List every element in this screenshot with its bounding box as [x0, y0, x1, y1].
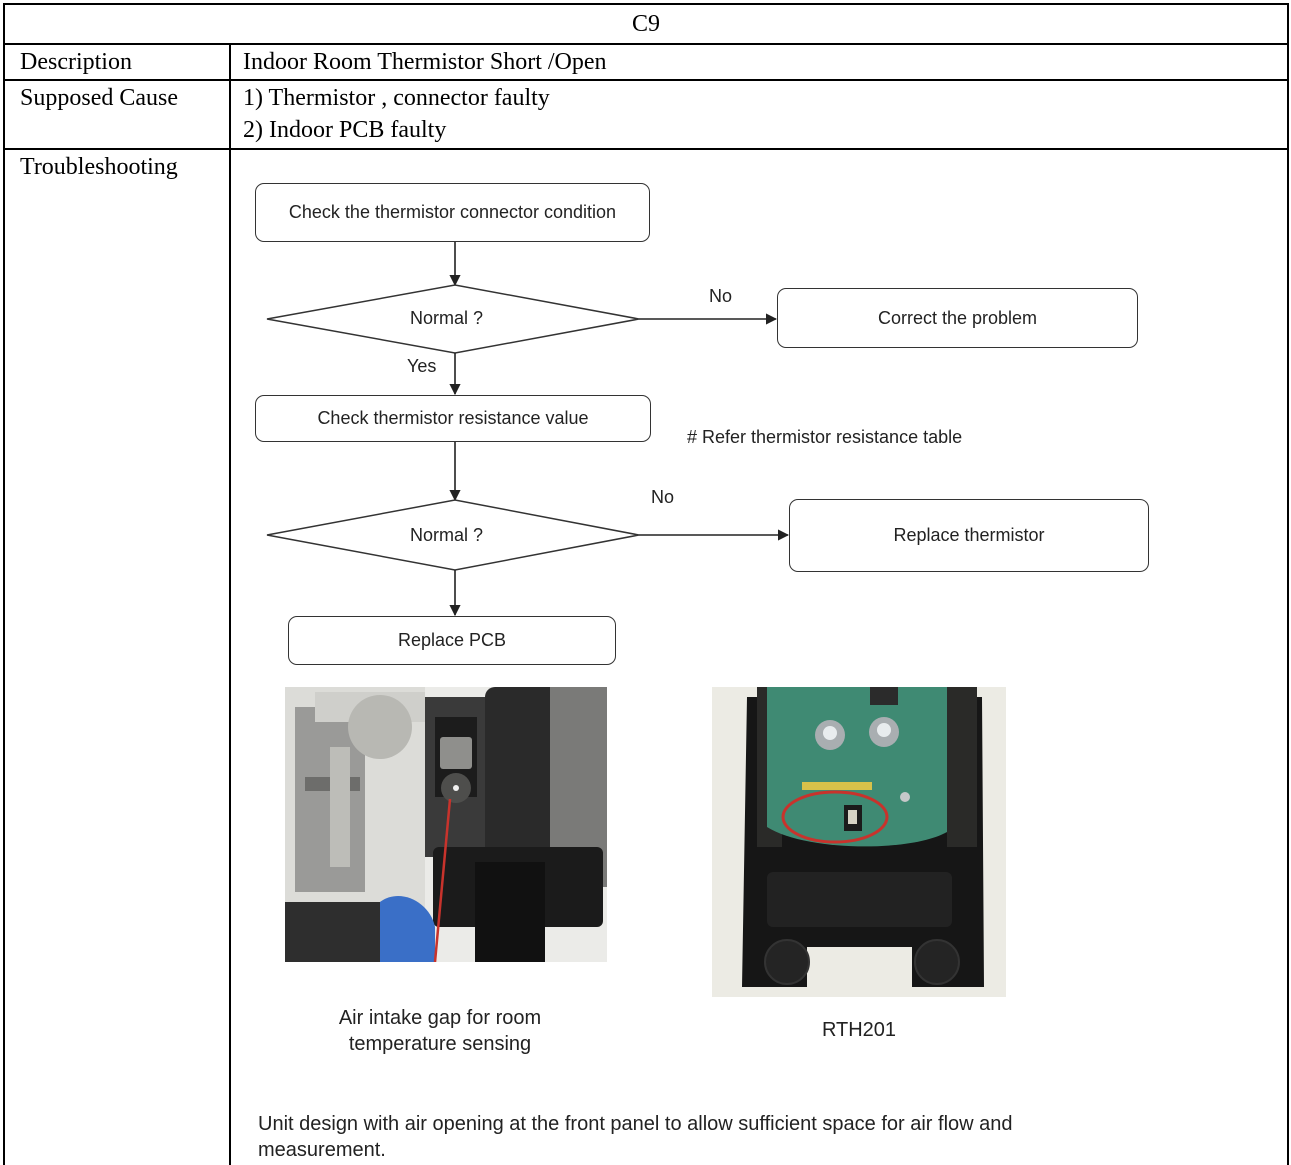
error-code-title: C9	[631, 11, 660, 37]
table-border-top	[3, 3, 1289, 5]
air-intake-caption-line2: temperature sensing	[348, 1033, 532, 1055]
table-rule-header	[3, 43, 1289, 45]
decision1-no-label: No	[709, 286, 733, 306]
footer-note-line1: Unit design with air opening at the fron…	[258, 1113, 1013, 1135]
flow-action-replace-thermistor: Replace thermistor	[789, 499, 1149, 572]
flow-step-check-connector: Check the thermistor connector condition	[255, 183, 650, 242]
flow-step-check-resistance: Check thermistor resistance value	[255, 395, 651, 442]
cause-line-1: 1) Thermistor , connector faulty	[243, 85, 550, 111]
row-value-description: Indoor Room Thermistor Short /Open	[243, 49, 607, 75]
resistance-table-note: # Refer thermistor resistance table	[687, 427, 963, 447]
row-label-description: Description	[20, 49, 132, 75]
decision2-label: Normal ?	[410, 525, 484, 545]
cause-line-2: 2) Indoor PCB faulty	[243, 117, 447, 143]
decision2-no-label: No	[651, 487, 675, 507]
table-column-divider	[229, 43, 231, 1165]
thermistor-holder-photo	[712, 687, 1006, 997]
table-rule-cause	[3, 148, 1289, 150]
thermistor-part-caption: RTH201	[821, 1019, 897, 1041]
footer-note-line2: measurement.	[258, 1139, 386, 1161]
table-rule-description	[3, 79, 1289, 81]
air-intake-photo	[285, 687, 607, 962]
table-border-left	[3, 3, 5, 1165]
row-label-troubleshooting: Troubleshooting	[20, 154, 178, 180]
air-intake-caption-line1: Air intake gap for room	[338, 1007, 542, 1029]
table-border-right	[1287, 3, 1289, 1165]
flow-step-replace-pcb: Replace PCB	[288, 616, 616, 665]
flow-action-correct-problem: Correct the problem	[777, 288, 1138, 348]
decision1-yes-label: Yes	[407, 356, 437, 376]
row-label-supposed-cause: Supposed Cause	[20, 85, 178, 111]
decision1-label: Normal ?	[410, 308, 484, 328]
